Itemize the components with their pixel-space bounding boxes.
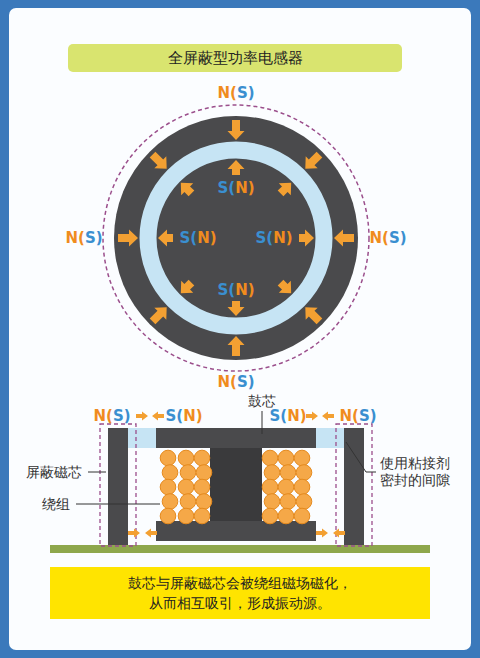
wire-turn [294,479,310,495]
force-arrows [128,412,345,538]
force-arrow [158,230,173,247]
force-arrow [181,280,195,294]
adhesive-gap [128,428,156,448]
force-arrow [278,183,292,197]
wire-turn [278,479,294,495]
pole-label: N(S) [93,407,130,425]
wire-turn [178,479,194,495]
wire-turn [180,465,196,481]
title: 全屏蔽型功率电感器 [68,44,402,72]
force-arrow [306,412,318,421]
wire-turn [278,508,294,524]
wire-turn [160,450,176,466]
force-arrow [305,152,322,169]
panel [9,8,471,650]
wire-turn [178,450,194,466]
winding [160,450,312,524]
wire-turn [160,508,176,524]
wire-turn [180,494,196,510]
force-arrow [150,152,167,169]
force-arrows [118,120,354,356]
force-arrow [334,230,354,247]
wire-turn [194,479,210,495]
drum-post [210,448,262,521]
wire-turn [160,479,176,495]
wire-turn [262,450,278,466]
wire-turn [280,465,296,481]
force-arrow [316,529,328,538]
wire-turn [162,465,178,481]
pole-label: S(N) [179,229,216,247]
wire-turn [280,494,296,510]
drum-flange [156,521,316,541]
boundary [336,424,372,546]
boundary [100,424,136,546]
force-arrow [145,529,157,538]
wire-turn [178,508,194,524]
force-arrow [333,529,345,538]
wire-turn [264,465,280,481]
force-arrow [322,412,334,421]
wire-turn [162,494,178,510]
wire-turn [262,479,278,495]
wire-turn [264,494,280,510]
pole-label: S(N) [217,179,254,197]
wire-turn [194,450,210,466]
force-arrow [118,230,138,247]
force-arrow [228,301,245,316]
leader-line [76,504,160,505]
pole-label: S(N) [269,407,306,425]
part-label: 使用粘接剂 密封的间隙 [380,455,454,489]
wire-turn [296,465,312,481]
leader-line [346,442,376,472]
pole-label: N(S) [339,407,376,425]
pole-label: N(S) [217,84,254,102]
force-arrow [305,307,322,324]
leader-line [88,472,106,473]
pole-label: S(N) [255,229,292,247]
shield-wall [344,428,364,545]
pole-label: N(S) [369,229,406,247]
drum-flange [156,428,316,448]
gap-ring [148,150,324,326]
force-arrow [150,307,167,324]
force-arrow [278,280,292,294]
wire-turn [262,508,278,524]
pole-label: N(S) [65,229,102,247]
title-bar [68,44,402,72]
force-arrow [128,529,140,538]
leader-line [262,411,263,434]
part-label: 屏蔽磁芯 [26,464,82,481]
force-arrow [228,160,245,175]
adhesive-gap [316,428,344,448]
shield-wall [108,428,128,545]
shield-boundary [103,105,369,371]
part-label: 鼓芯 [248,393,276,410]
wire-turn [196,465,212,481]
pcb [50,545,430,553]
force-arrow [228,120,245,140]
caption-box [50,567,430,619]
wire-turn [294,450,310,466]
force-arrow [136,412,148,421]
force-arrow [152,412,164,421]
pole-label: S(N) [165,407,202,425]
caption-box: 鼓芯与屏蔽磁芯会被绕组磁场磁化， 从而相互吸引，形成振动源。 [50,567,430,619]
wire-turn [294,508,310,524]
caption: 鼓芯与屏蔽磁芯会被绕组磁场磁化， 从而相互吸引，形成振动源。 [120,573,360,614]
wire-turn [196,494,212,510]
pole-label: S(N) [217,281,254,299]
wire-turn [194,508,210,524]
wire-turn [278,450,294,466]
force-arrow [181,183,195,197]
part-label: 绕组 [42,496,70,513]
force-arrow [228,336,245,356]
wire-turn [296,494,312,510]
force-arrow [299,230,314,247]
pole-label: N(S) [217,373,254,391]
shield-core [114,116,358,360]
